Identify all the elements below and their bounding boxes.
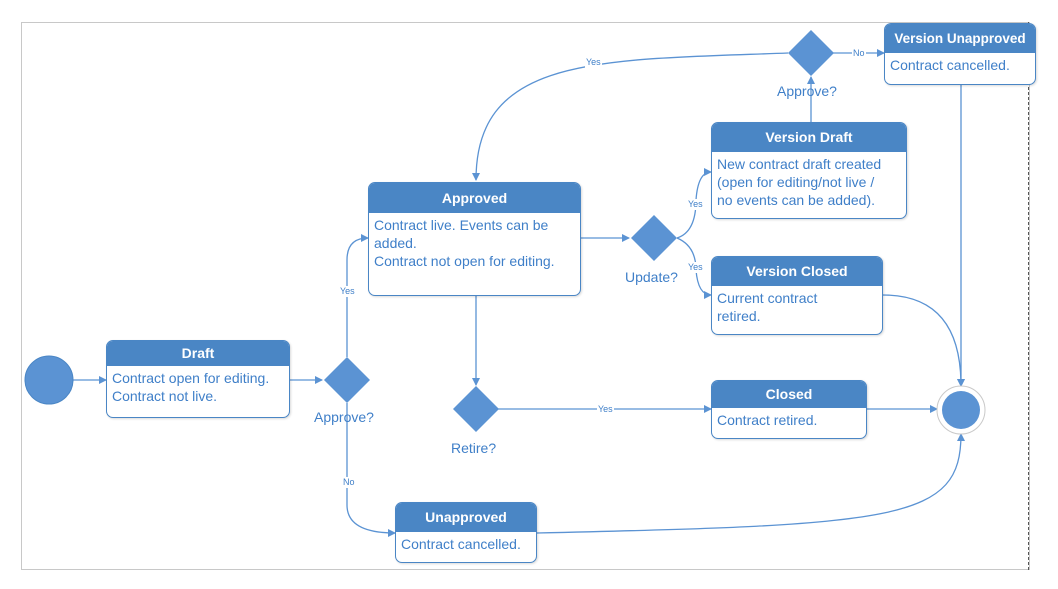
state-approved-line: Contract live. Events can be [374,217,549,233]
decision-retire-label: Retire? [451,440,497,456]
state-approved: Approved Contract live. Events can be ad… [368,182,581,296]
state-version-draft-line: (open for editing/not live / [717,174,875,190]
decision-approve-label: Approve? [314,409,374,425]
edge-approve-no [346,403,396,537]
edge-label-update-yes-draft: Yes [687,199,704,210]
decision-approve2-diamond [788,30,834,76]
state-version-draft: Version Draft New contract draft created… [711,122,907,219]
edge-unapproved-final [536,433,965,534]
state-unapproved-line: Contract cancelled. [401,536,521,552]
edge-approve2-yes [472,52,789,181]
edge-approve-yes [346,234,369,357]
state-version-unapproved: Version Unapproved Contract cancelled. [884,23,1036,85]
edge-label-approve2-yes: Yes [585,57,602,68]
state-unapproved: Unapproved Contract cancelled. [395,502,537,563]
state-unapproved-title: Unapproved [396,503,536,532]
state-draft: Draft Contract open for editing. Contrac… [106,340,290,418]
edge-label-approve2-no: No [852,48,866,59]
decision-update-diamond [631,215,677,261]
edge-label-retire-yes: Yes [597,404,614,415]
state-draft-line: Contract open for editing. [112,370,270,386]
state-draft-line: Contract not live. [112,388,218,404]
final-node [942,391,980,429]
decision-update-label: Update? [625,269,678,285]
decision-approve2-label: Approve? [777,83,837,99]
edge-versionclosed-final [882,294,965,387]
state-version-draft-title: Version Draft [712,123,906,152]
state-version-unapproved-title: Version Unapproved [885,24,1035,53]
page-boundary-line [1028,22,1029,570]
decision-approve-diamond [324,357,370,403]
edge-label-approve-yes: Yes [339,286,356,297]
state-closed-line: Contract retired. [717,412,818,428]
decision-retire-diamond [453,386,499,432]
diagram-frame [21,22,1030,570]
state-draft-title: Draft [107,341,289,366]
state-version-closed: Version Closed Current contract retired. [711,256,883,335]
state-version-draft-line: New contract draft created [717,156,882,172]
initial-node [24,355,74,405]
edge-label-update-yes-closed: Yes [687,262,704,273]
state-approved-title: Approved [369,183,580,213]
state-closed: Closed Contract retired. [711,380,867,439]
state-version-closed-line: Current contract [717,290,818,306]
edge-label-approve-no: No [342,477,356,488]
state-version-closed-title: Version Closed [712,257,882,286]
state-closed-title: Closed [712,381,866,408]
state-version-draft-line: no events can be added). [717,192,876,208]
state-approved-line: added. [374,235,417,251]
state-approved-line: Contract not open for editing. [374,253,555,269]
state-version-unapproved-line: Contract cancelled. [890,57,1010,73]
state-version-closed-line: retired. [717,308,761,324]
